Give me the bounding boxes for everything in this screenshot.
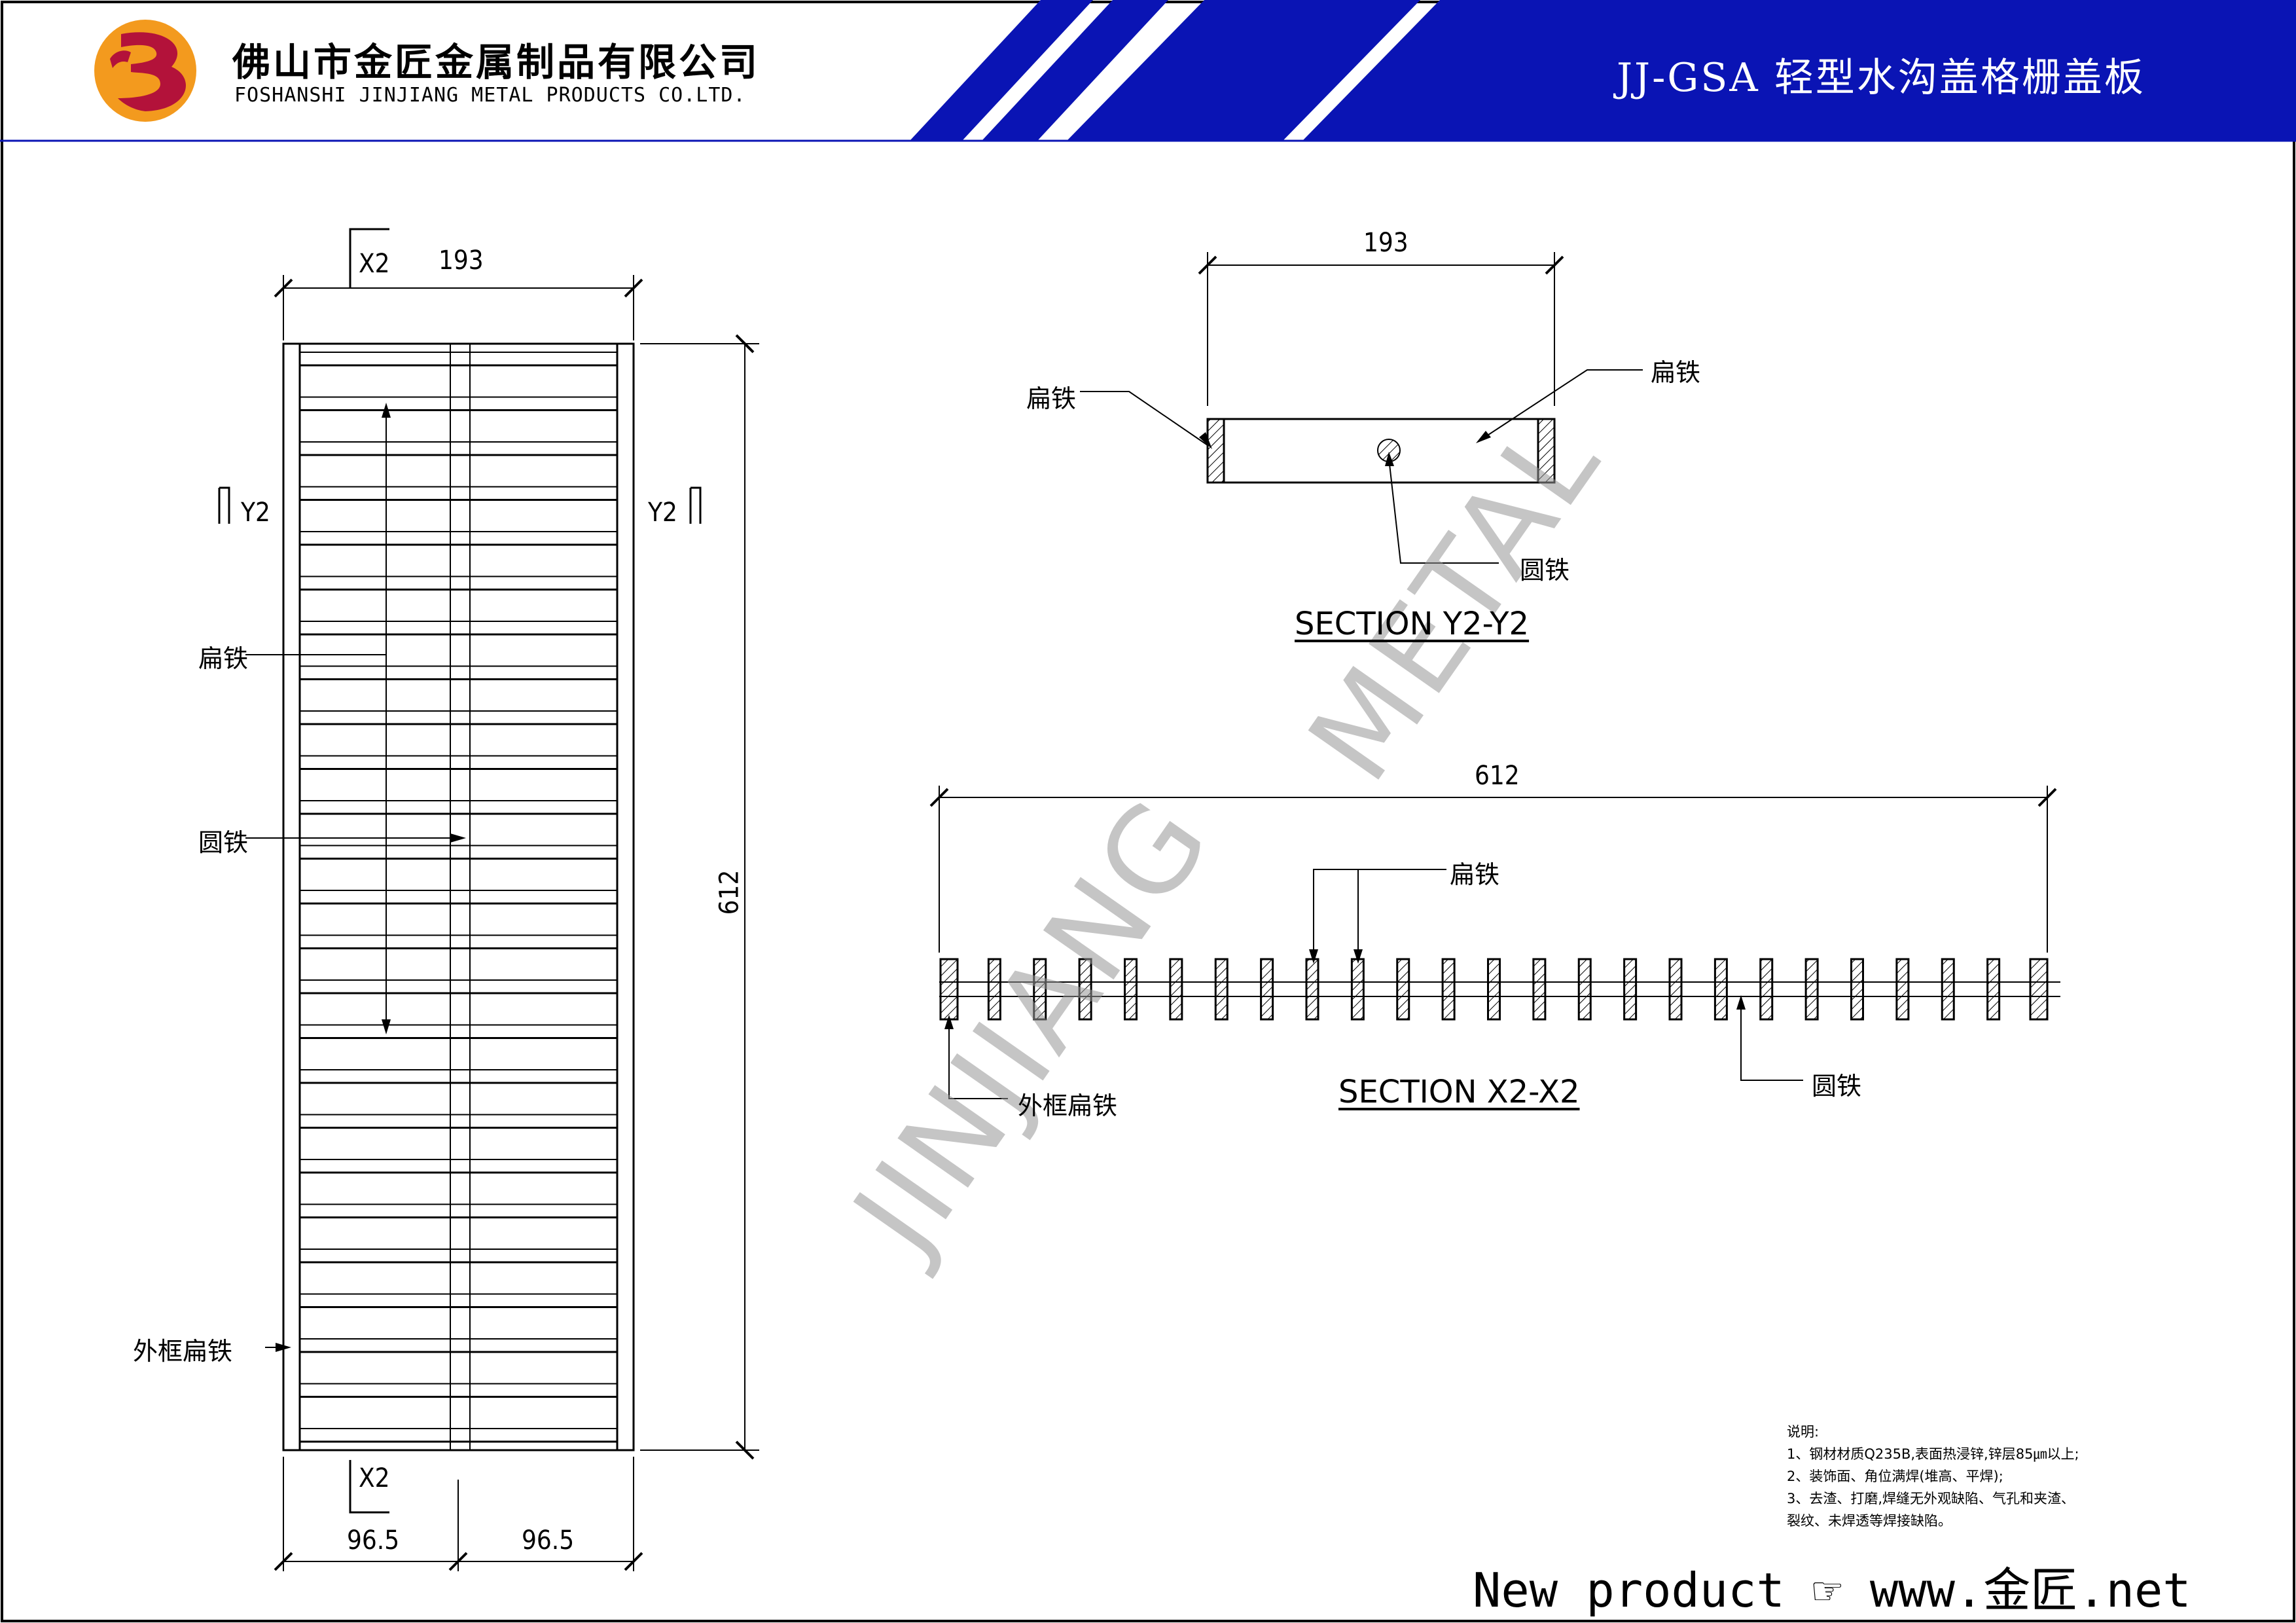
y2-label-round: 圆铁	[1520, 556, 1570, 585]
company-name-en: FOSHANSHI JINJIANG METAL PRODUCTS CO.LTD…	[234, 84, 746, 107]
notes-heading: 说明:	[1787, 1424, 1820, 1440]
plan-cut-y2-right: Y2	[648, 498, 677, 528]
y2-flat-left	[1206, 418, 1225, 484]
x2-flat-bar-5	[1124, 958, 1138, 1021]
notes-line-3: 3、去渣、打磨,焊缝无外观缺陷、气孔和夹渣、	[1787, 1491, 2075, 1506]
plan-label-frame-bar: 外框扁铁	[133, 1337, 233, 1366]
y2-label-flat-right: 扁铁	[1651, 358, 1701, 387]
x2-flat-bar-22	[1895, 958, 1910, 1021]
drawing-title: JJ-GSA 轻型水沟盖格栅盖板	[1617, 55, 2145, 101]
x2-flat-bar-15	[1577, 958, 1592, 1021]
plan-dim-length: 612	[714, 869, 745, 915]
x2-flat-bar-14	[1532, 958, 1547, 1021]
jinjiang-b-logo-icon	[94, 20, 196, 122]
x2-flat-bar-23	[1941, 958, 1955, 1021]
x2-label-frame: 外框扁铁	[1018, 1091, 1118, 1120]
plan-flat-bars	[300, 352, 617, 1443]
section-x2-view	[929, 786, 2060, 1099]
footer-website-link[interactable]: New product ☞ www.金匠.net	[1473, 1563, 2191, 1618]
x2-flat-bar-10	[1350, 958, 1365, 1021]
x2-flat-bar-13	[1487, 958, 1501, 1021]
y2-flat-right	[1537, 418, 1556, 484]
notes-line-4: 裂纹、未焊透等焊接缺陷。	[1787, 1513, 1952, 1529]
x2-flat-bar-9	[1305, 958, 1319, 1021]
y2-section-title: SECTION Y2-Y2	[1295, 606, 1530, 642]
x2-flat-bars	[939, 958, 2049, 1021]
plan-dim-half-left: 96.5	[347, 1525, 400, 1556]
x2-flat-bar-4	[1078, 958, 1092, 1021]
plan-view	[218, 228, 759, 1571]
notes-line-1: 1、钢材材质Q235B,表面热浸锌,锌层85㎛以上;	[1787, 1446, 2079, 1462]
x2-flat-bar-7	[1214, 958, 1229, 1021]
x2-section-title: SECTION X2-X2	[1338, 1074, 1580, 1110]
x2-flat-bar-12	[1441, 958, 1456, 1021]
y2-label-flat-left: 扁铁	[1026, 384, 1077, 413]
x2-flat-bar-2	[987, 958, 1001, 1021]
technical-notes: 说明: 1、钢材材质Q235B,表面热浸锌,锌层85㎛以上; 2、装饰面、角位满…	[1787, 1421, 2079, 1532]
x2-flat-bar-17	[1668, 958, 1683, 1021]
x2-flat-bar-8	[1260, 958, 1274, 1021]
company-name-cn: 佛山市金匠金属制品有限公司	[232, 40, 761, 84]
section-y2-view	[1080, 252, 1643, 564]
x2-flat-bar-1	[939, 958, 959, 1021]
x2-flat-bar-25	[2029, 958, 2049, 1021]
x2-flat-bar-20	[1804, 958, 1819, 1021]
x2-flat-bar-16	[1623, 958, 1638, 1021]
x2-label-round: 圆铁	[1812, 1072, 1862, 1101]
plan-label-flat-bar: 扁铁	[198, 644, 249, 673]
plan-cut-x2-top: X2	[359, 249, 390, 279]
x2-flat-bar-11	[1396, 958, 1410, 1021]
plan-label-round-bar: 圆铁	[198, 828, 249, 857]
y2-dim-width: 193	[1363, 228, 1408, 258]
x2-flat-bar-21	[1850, 958, 1864, 1021]
plan-cut-y2-left: Y2	[241, 498, 270, 528]
x2-flat-bar-3	[1033, 958, 1047, 1021]
header-banner	[0, 0, 2296, 142]
x2-flat-bar-24	[1986, 958, 2001, 1021]
x2-dim-length: 612	[1475, 761, 1520, 791]
x2-label-flat: 扁铁	[1450, 860, 1500, 889]
x2-flat-bar-19	[1759, 958, 1774, 1021]
x2-flat-bar-18	[1713, 958, 1728, 1021]
plan-outline	[282, 342, 635, 1451]
x2-flat-bar-6	[1169, 958, 1183, 1021]
plan-cut-x2-bottom: X2	[359, 1463, 390, 1493]
plan-dim-half-right: 96.5	[522, 1525, 575, 1556]
plan-dim-width: 193	[439, 246, 484, 276]
notes-line-2: 2、装饰面、角位满焊(堆高、平焊);	[1787, 1468, 2003, 1484]
